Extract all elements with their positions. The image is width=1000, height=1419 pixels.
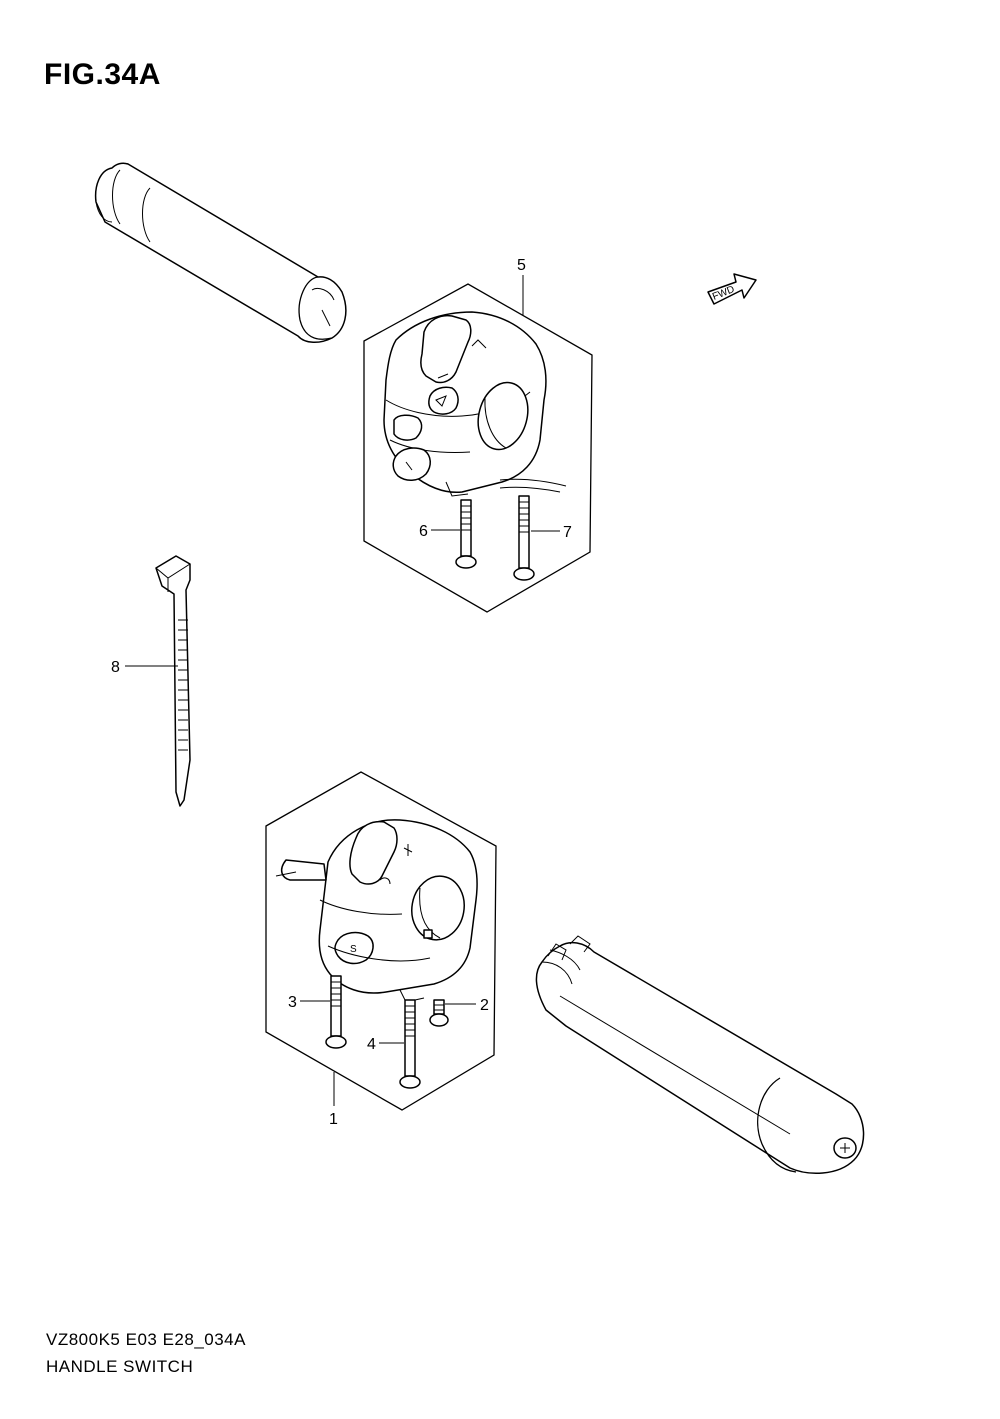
- callout-2: 2: [480, 997, 489, 1014]
- callout-6: 6: [419, 523, 428, 540]
- right-handle-switch-housing: [275, 819, 478, 1003]
- callout-5: 5: [517, 257, 526, 274]
- callout-7: 7: [563, 524, 572, 541]
- cable-tie: [155, 555, 191, 807]
- drawing-title: HANDLE SWITCH: [46, 1357, 194, 1376]
- screw-3: [325, 975, 347, 1049]
- right-switch-group-outline: [265, 771, 497, 1111]
- callout-3: 3: [288, 994, 297, 1011]
- screw-6: [455, 499, 477, 569]
- screw-4: [399, 999, 421, 1089]
- drawing-code: VZ800K5 E03 E28_034A: [46, 1330, 246, 1349]
- start-switch-symbol: S: [350, 944, 357, 955]
- screw-7: [513, 495, 535, 581]
- left-handle-switch-housing: [383, 311, 567, 497]
- callout-8: 8: [111, 659, 120, 676]
- figure-title: FIG.34A: [44, 58, 161, 91]
- forward-direction-arrow-icon: FWD: [707, 273, 757, 305]
- screw-2: [429, 999, 449, 1027]
- left-switch-group-outline: [363, 283, 593, 613]
- left-handlebar-grip: [94, 162, 347, 343]
- callout-4: 4: [367, 1036, 376, 1053]
- leader-lines: [125, 275, 560, 1106]
- callout-1: 1: [329, 1111, 338, 1128]
- right-handlebar-grip: [535, 935, 865, 1174]
